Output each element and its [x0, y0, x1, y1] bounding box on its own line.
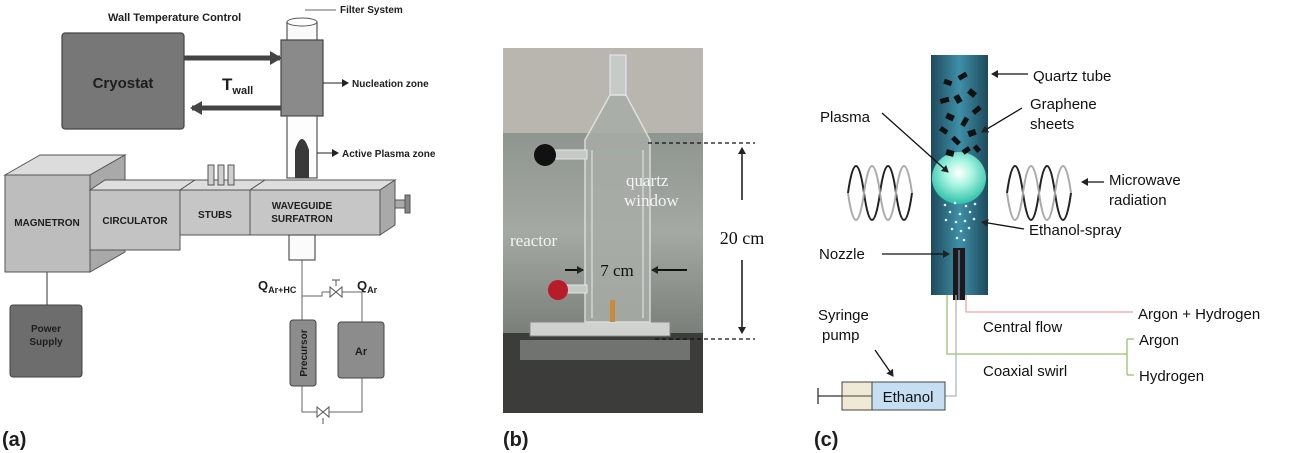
q-ar-hc-label: QAr+HC: [258, 278, 297, 295]
microwave-right: [1006, 165, 1072, 221]
ethanol-spray-label: Ethanol-spray: [1029, 222, 1122, 239]
central-flow-line: [965, 295, 1133, 313]
panel-b: quartz window reactor 7 cm 20 cm (b): [503, 48, 764, 451]
photo-plate: [520, 340, 690, 360]
surfatron-label: SURFATRON: [271, 214, 332, 225]
microwave-label-2: radiation: [1109, 192, 1167, 209]
width-label: 7 cm: [600, 261, 634, 280]
red-cap: [548, 280, 568, 300]
top-tube-rim: [286, 17, 318, 27]
nozzle-tip: [610, 300, 615, 322]
gas-line-top: [301, 260, 323, 297]
precursor-cylinder: [289, 319, 317, 387]
ethanol-line: [945, 295, 957, 397]
ar-label: Ar: [355, 346, 368, 358]
graphene-pointer: [981, 107, 1023, 133]
wall-temperature-control-label: Wall Temperature Control: [108, 12, 241, 24]
microwave-label-1: Microwave: [1109, 172, 1181, 189]
waveguide-front: [249, 189, 381, 236]
plunger-rod: [394, 199, 406, 209]
plasma-glow: [932, 152, 986, 204]
power-supply-label-2: Supply: [29, 337, 63, 348]
syringe-label-2: pump: [822, 327, 860, 344]
magnetron-label: MAGNETRON: [14, 218, 80, 229]
reactor-label: reactor: [510, 231, 558, 250]
graphene-label-1: Graphene: [1030, 96, 1097, 113]
panel-a: Wall Temperature Control Filter System C…: [2, 5, 436, 451]
valve-bottom: [316, 405, 330, 419]
stub-rod-2: [217, 164, 225, 186]
quartz-label-1: quartz: [626, 171, 669, 190]
argon-label: Argon: [1139, 332, 1179, 349]
active-plasma-zone-label: Active Plasma zone: [342, 149, 436, 160]
quartz-label-2: window: [624, 191, 680, 210]
stub-rod-1: [207, 164, 215, 186]
side-arm-top: [554, 149, 588, 160]
lower-tube: [288, 234, 316, 261]
plasma-flame: [295, 139, 309, 178]
power-supply-label-1: Power: [31, 324, 61, 335]
ethanol-spray-dots: [943, 201, 977, 242]
cryostat-box: [61, 32, 185, 130]
panel-a-label: (a): [2, 429, 26, 451]
syringe-pointer: [874, 349, 894, 377]
black-cap: [534, 144, 556, 166]
nozzle-label: Nozzle: [819, 246, 865, 263]
gas-line-bottom: [301, 378, 363, 413]
ethanol-spray-pointer: [981, 219, 1025, 230]
quartz-tube-label: Quartz tube: [1033, 68, 1111, 85]
height-label: 20 cm: [720, 228, 765, 248]
argon-hydrogen-label: Argon + Hydrogen: [1138, 306, 1260, 323]
microwave-left: [847, 165, 913, 221]
stubs-label: STUBS: [198, 210, 232, 221]
t-wall-label: Twall: [222, 75, 253, 97]
waveguide-label: WAVEGUIDE: [272, 201, 333, 212]
panel-b-label: (b): [503, 429, 529, 451]
waveguide-top: [248, 179, 397, 191]
coaxial-swirl-line: [946, 295, 1127, 355]
graphene-label-2: sheets: [1030, 116, 1074, 133]
waveguide-side: [379, 179, 396, 236]
coaxial-swirl-label: Coaxial swirl: [983, 363, 1067, 380]
nucleation-jacket: [280, 39, 324, 117]
cryostat-label: Cryostat: [93, 75, 154, 92]
ar-cylinder: [337, 321, 385, 379]
syringe-label-1: Syringe: [818, 307, 869, 324]
plunger-knob: [404, 194, 411, 214]
central-flow-label: Central flow: [983, 319, 1062, 336]
nucleation-zone-label: Nucleation zone: [352, 79, 429, 90]
panel-c-label: (c): [814, 429, 838, 451]
plasma-label: Plasma: [820, 109, 871, 126]
magnetron-front: [4, 174, 91, 273]
hydrogen-label: Hydrogen: [1139, 368, 1204, 385]
circulator-front: [89, 189, 181, 251]
q-ar-label: QAr: [357, 278, 378, 295]
reactor-body: [584, 94, 651, 323]
circulator-top: [88, 179, 197, 191]
ethanol-label: Ethanol: [883, 389, 934, 406]
precursor-label: Precursor: [299, 329, 310, 376]
filter-system-label: Filter System: [340, 5, 403, 16]
ethanol-box: [871, 381, 946, 411]
stub-rod-3: [227, 164, 235, 186]
power-supply-box: [9, 304, 83, 378]
circulator-label: CIRCULATOR: [102, 216, 168, 227]
photo-base-ring: [529, 321, 671, 337]
graphene-sheets: [939, 71, 982, 157]
plasma-pointer-c: [881, 112, 949, 173]
panel-c: Quartz tube Graphene sheets Plasma Micro…: [814, 55, 1260, 451]
stubs-front: [179, 189, 251, 236]
reactor-neck: [609, 54, 627, 96]
valve-top: [329, 285, 343, 299]
